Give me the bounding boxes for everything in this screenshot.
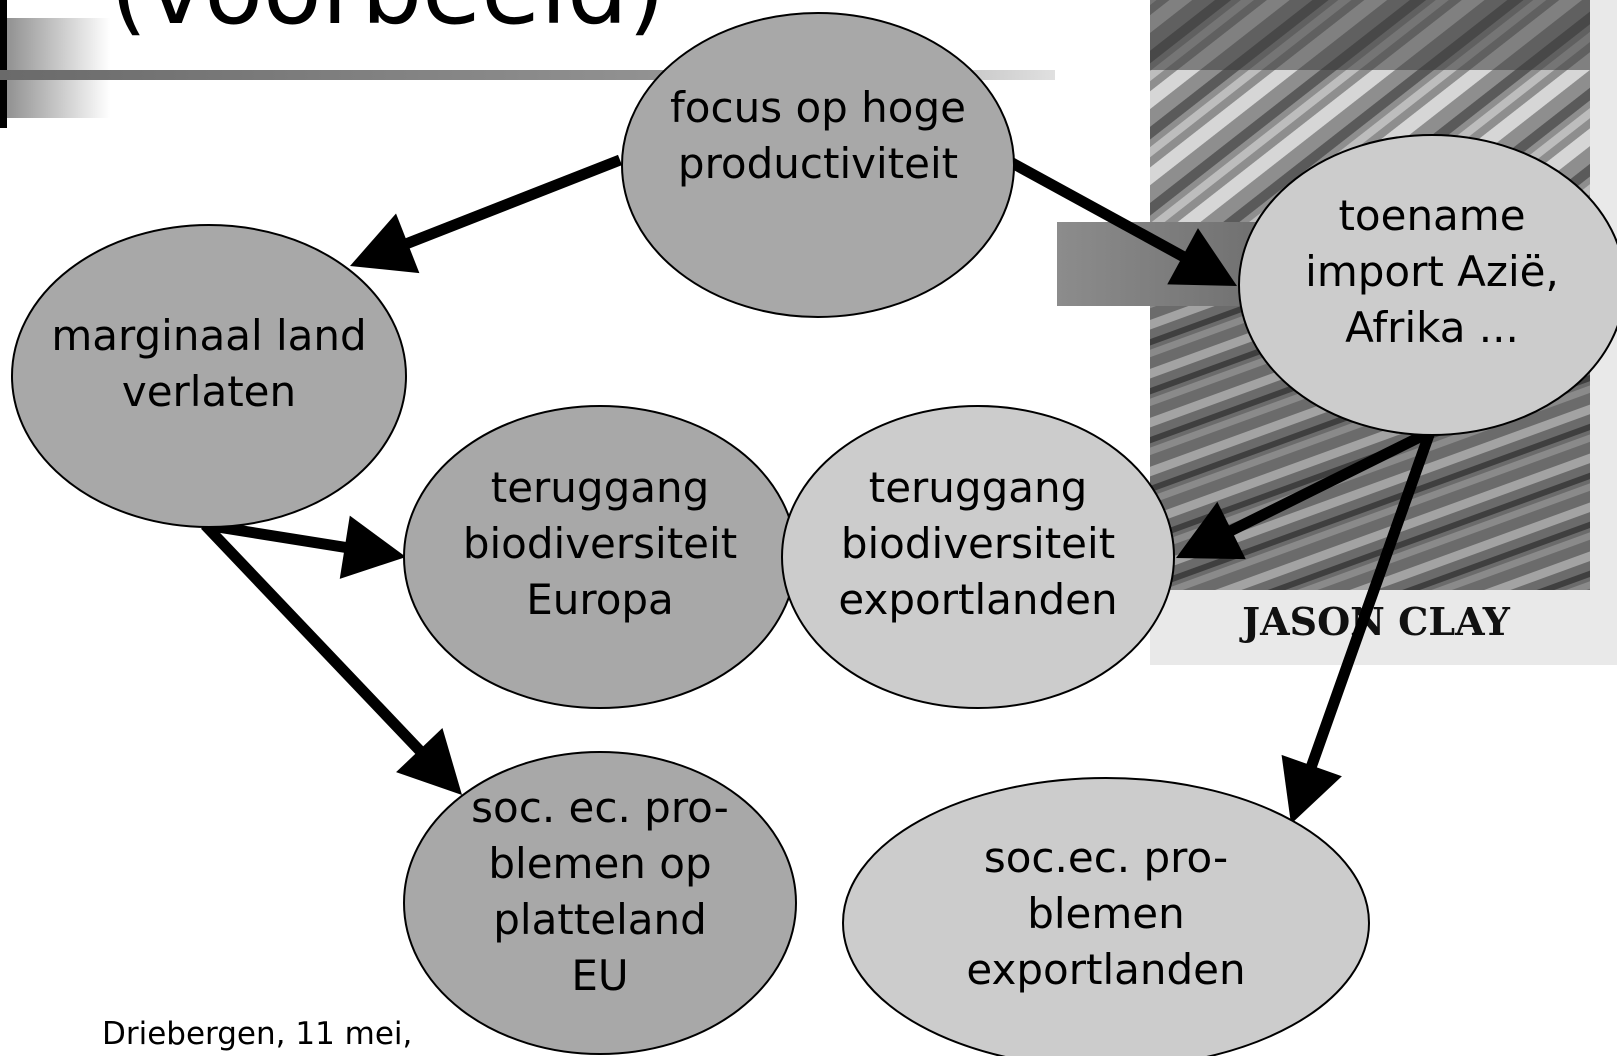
arrow-head	[339, 515, 406, 579]
node-ellipse	[781, 405, 1175, 709]
arrow-shaft	[204, 519, 350, 554]
arrow-toename-to-socec-export	[1281, 430, 1436, 824]
arrow-head	[1167, 228, 1237, 286]
slide-title: (voorbeeld)	[110, 0, 665, 38]
arrow-focus-to-marginaal	[350, 154, 623, 274]
arrow-head	[350, 213, 420, 274]
node-label-line: verlaten	[122, 367, 296, 416]
slide-decoration	[0, 0, 1055, 128]
node-toename: toename import Azië, Afrika ...	[1238, 134, 1617, 436]
arrow-head	[396, 728, 462, 795]
arrow-shaft	[1225, 427, 1433, 538]
node-label-line: platteland	[493, 895, 707, 944]
node-label-line: Afrika ...	[1345, 303, 1519, 352]
node-label-line: productiviteit	[678, 139, 958, 188]
node-ellipse	[403, 751, 797, 1055]
node-ellipse	[621, 12, 1015, 318]
node-ellipse	[1238, 134, 1617, 436]
node-ellipse	[11, 224, 407, 528]
node-label-line: teruggang	[491, 463, 710, 512]
arrow-focus-to-toename	[1000, 153, 1237, 286]
node-label-line: import Azië,	[1305, 247, 1559, 296]
arrow-head	[1176, 501, 1246, 560]
arrow-shaft	[1305, 430, 1436, 772]
node-socec-export: soc.ec. pro-blemen exportlanden	[842, 777, 1370, 1056]
node-focus: focus op hoge productiviteit	[621, 12, 1015, 318]
footer-text: Driebergen, 11 mei,	[102, 1016, 413, 1052]
arrow-marginaal-to-biodiv-europa	[204, 515, 406, 579]
arrow-head	[1281, 754, 1342, 824]
node-label-line: soc. ec. pro-	[471, 783, 729, 832]
node-label-line: biodiversiteit	[841, 519, 1115, 568]
node-label-line: blemen op	[488, 839, 711, 888]
node-label-line: biodiversiteit	[463, 519, 737, 568]
arrow-shaft	[201, 521, 426, 757]
node-ellipse	[842, 777, 1370, 1056]
node-label-line: soc.ec. pro-	[984, 833, 1228, 882]
node-label-line: blemen	[1027, 889, 1185, 938]
node-biodiv-export: teruggang biodiversiteit exportlanden	[781, 405, 1175, 709]
node-label-line: exportlanden	[966, 945, 1245, 994]
title-side-block	[0, 18, 110, 118]
node-label-line: focus op hoge	[670, 83, 966, 132]
arrow-shaft	[1000, 153, 1189, 263]
node-label-line: EU	[571, 951, 628, 1000]
title-left-bar	[0, 0, 7, 128]
node-label-line: marginaal land	[51, 311, 366, 360]
arrow-toename-to-biodiv-export	[1176, 427, 1433, 560]
node-label-line: teruggang	[869, 463, 1088, 512]
nodes-layer: focus op hoge productiviteit toename import…	[11, 12, 1617, 1056]
node-marginaal: marginaal land verlaten	[11, 224, 407, 528]
arrow-shaft	[401, 154, 623, 250]
node-label-line: Europa	[526, 575, 674, 624]
node-label-line: exportlanden	[838, 575, 1117, 624]
node-label-line: toename	[1338, 191, 1525, 240]
edges-layer	[201, 153, 1436, 824]
arrow-marginaal-to-socec-eu	[201, 521, 462, 795]
book-author: JASON CLAY	[1239, 599, 1511, 644]
title-underline	[0, 70, 1055, 80]
